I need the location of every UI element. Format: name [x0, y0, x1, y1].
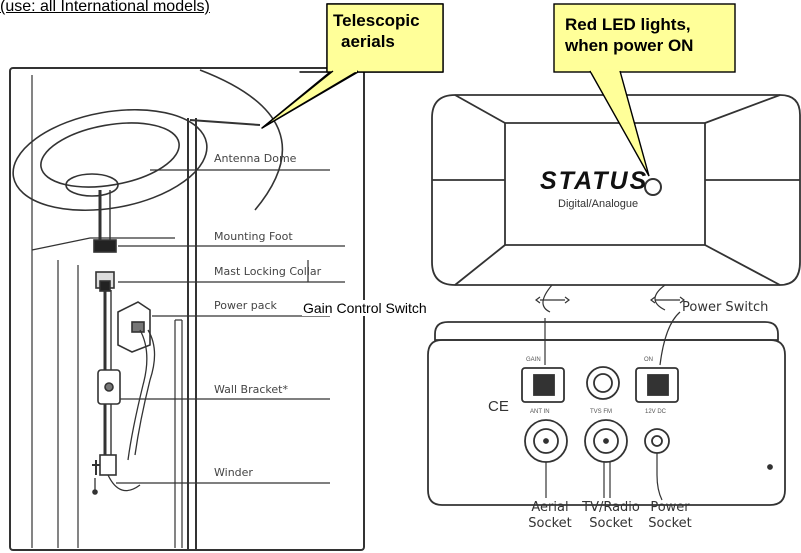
label-power-socket-line2: Socket [640, 516, 700, 532]
label-gain-switch: Gain Control Switch [302, 300, 428, 316]
label-mast-locking-collar: Mast Locking Collar [214, 265, 321, 278]
mark-ant-in: ANT IN [530, 409, 550, 415]
callout-led-line1: Red LED lights, [565, 14, 693, 35]
label-tv-radio-socket-line2: Socket [576, 516, 646, 532]
mark-gain: GAIN [526, 357, 541, 363]
label-power-pack: Power pack [214, 299, 277, 312]
callout-led-line2: when power ON [565, 35, 693, 56]
callout-aerials: Telescopic aerials [333, 10, 420, 52]
label-aerial-socket-line2: Socket [520, 516, 580, 532]
label-mounting-foot: Mounting Foot [214, 230, 293, 243]
callout-led: Red LED lights, when power ON [565, 14, 693, 56]
label-wall-bracket: Wall Bracket* [214, 383, 288, 396]
label-power-socket: Power Socket [640, 500, 700, 532]
unit-subtitle: Digital/Analogue [558, 198, 638, 210]
label-winder: Winder [214, 466, 253, 479]
mark-dc: 12V DC [645, 409, 666, 415]
label-power-switch: Power Switch [682, 300, 768, 315]
label-tv-radio-socket-line1: TV/Radio [576, 500, 646, 516]
callout-aerials-line1: Telescopic [333, 10, 420, 31]
label-aerial-socket-line1: Aerial [520, 500, 580, 516]
mark-on: ON [644, 357, 653, 363]
label-antenna-dome: Antenna Dome [214, 152, 296, 165]
label-power-socket-line1: Power [640, 500, 700, 516]
label-aerial-socket: Aerial Socket [520, 500, 580, 532]
label-tv-radio-socket: TV/Radio Socket [576, 500, 646, 532]
mark-tv-fm: TVS FM [590, 409, 612, 415]
mark-ce: CE [488, 398, 509, 415]
unit-brand: STATUS [540, 167, 648, 196]
callout-aerials-line2: aerials [333, 31, 420, 52]
power-socket [645, 429, 669, 453]
